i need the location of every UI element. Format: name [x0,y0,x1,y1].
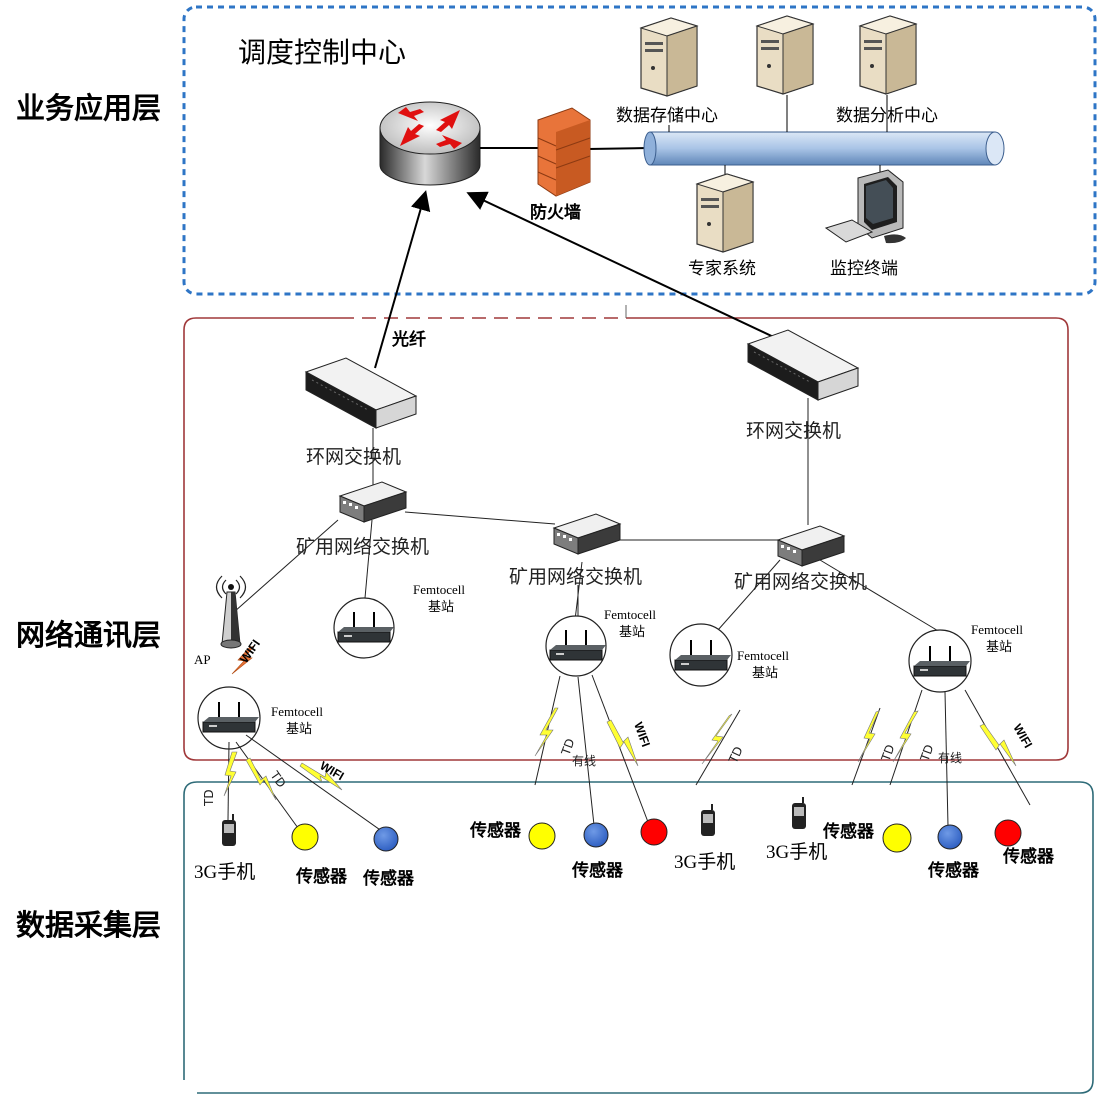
router-icon [379,101,481,186]
phone-icon [700,803,716,837]
switch-icon [305,357,417,429]
lightning-group [223,707,1017,801]
ap-label: AP [194,652,211,667]
mine-switch-label-3: 矿用网络交换机 [734,571,867,593]
sensor-label: 传感器 [295,866,348,887]
sensor-icon [528,822,556,850]
layer-label-application: 业务应用层 [16,91,161,125]
phone-label-2: 3G手机 [674,851,735,873]
monitor-terminal-label: 监控终端 [830,259,898,279]
expert-system-label: 专家系统 [688,259,756,279]
data-bus-pipe [643,131,1005,166]
switch-icon [553,513,621,555]
lightning-icon [701,713,733,765]
sensor-icon [937,824,963,850]
lightning-icon [299,762,343,791]
sensor-label: 传感器 [571,860,624,881]
td-label: TD [558,737,577,758]
server-icon [756,15,814,95]
firewall-icon [537,107,591,197]
femtocell-icon [669,623,733,687]
femtocell-name-3: Femtocell [737,648,789,663]
wifi-label: WIFI [1010,722,1035,751]
sensor-label: 传感器 [822,821,875,842]
lightning-icon [892,710,919,763]
phone-icon [791,796,807,830]
ring-switch-label-left: 环网交换机 [306,446,401,468]
mine-switch-label-1: 矿用网络交换机 [296,536,429,558]
switch-icon [747,329,859,401]
server-icon [859,15,917,95]
storage-center-label: 数据存储中心 [616,106,718,126]
lightning-icon [857,710,880,763]
femtocell-station-1: 基站 [428,599,454,614]
sensor-icon [583,822,609,848]
collection-links [227,674,1031,833]
phone-label-1: 3G手机 [194,861,255,883]
sensor-icon [994,819,1022,847]
femtocell-station-4: 基站 [986,639,1012,654]
firewall-label: 防火墙 [530,202,581,223]
femtocell-icon [197,686,261,750]
wired-label: 有线 [938,751,962,765]
layer-label-network: 网络通讯层 [16,618,161,652]
femtocell-station-2: 基站 [619,624,645,639]
td-label: TD [726,744,746,766]
femtocell-name-5: Femtocell [271,704,323,719]
server-icon [640,17,698,97]
layer-label-collection: 数据采集层 [16,908,161,942]
dispatch-center-title: 调度控制中心 [238,36,406,69]
analysis-center-label: 数据分析中心 [836,106,938,126]
femtocell-icon [333,597,395,659]
femtocell-station-5: 基站 [286,721,312,736]
ap-antenna-icon [215,575,247,649]
lightning-icon [606,719,639,767]
sensor-icon [291,823,319,851]
switch-icon [777,525,845,567]
server-icon [696,173,754,253]
switch-icon [339,481,407,523]
femtocell-name-1: Femtocell [413,582,465,597]
lightning-icon [245,757,277,801]
femtocell-icon [545,615,607,677]
fiber-label: 光纤 [391,329,426,350]
wired-label: 有线 [572,754,596,768]
lightning-icon [223,751,238,797]
phone-icon [221,813,237,847]
lightning-icon [979,723,1017,767]
ap-wifi-label: WIFI [237,637,263,666]
sensor-label: 传感器 [1002,846,1055,867]
femtocell-icon [908,629,972,693]
td-label: TD [202,789,216,807]
femtocell-name-2: Femtocell [604,607,656,622]
td-label: TD [917,743,936,764]
femtocell-name-4: Femtocell [971,622,1023,637]
switch-links [233,398,946,636]
lightning-icon [534,707,559,757]
td-label: TD [878,743,897,764]
collection-layer-region [183,781,1094,1094]
sensor-label: 传感器 [927,860,980,881]
femtocell-station-3: 基站 [752,665,778,680]
application-layer-region [182,5,1097,296]
sensor-label: 传感器 [362,868,415,889]
sensor-icon [882,823,912,853]
mine-switch-label-2: 矿用网络交换机 [509,566,642,588]
sensor-icon [373,826,399,852]
network-layer-region [183,317,1069,761]
ring-switch-label-right: 环网交换机 [746,420,841,442]
lightning-icon [231,645,255,675]
wifi-label: WIFI [631,720,653,749]
sensor-icon [640,818,668,846]
phone-label-3: 3G手机 [766,841,827,863]
sensor-label: 传感器 [469,820,522,841]
monitor-icon [824,169,906,244]
